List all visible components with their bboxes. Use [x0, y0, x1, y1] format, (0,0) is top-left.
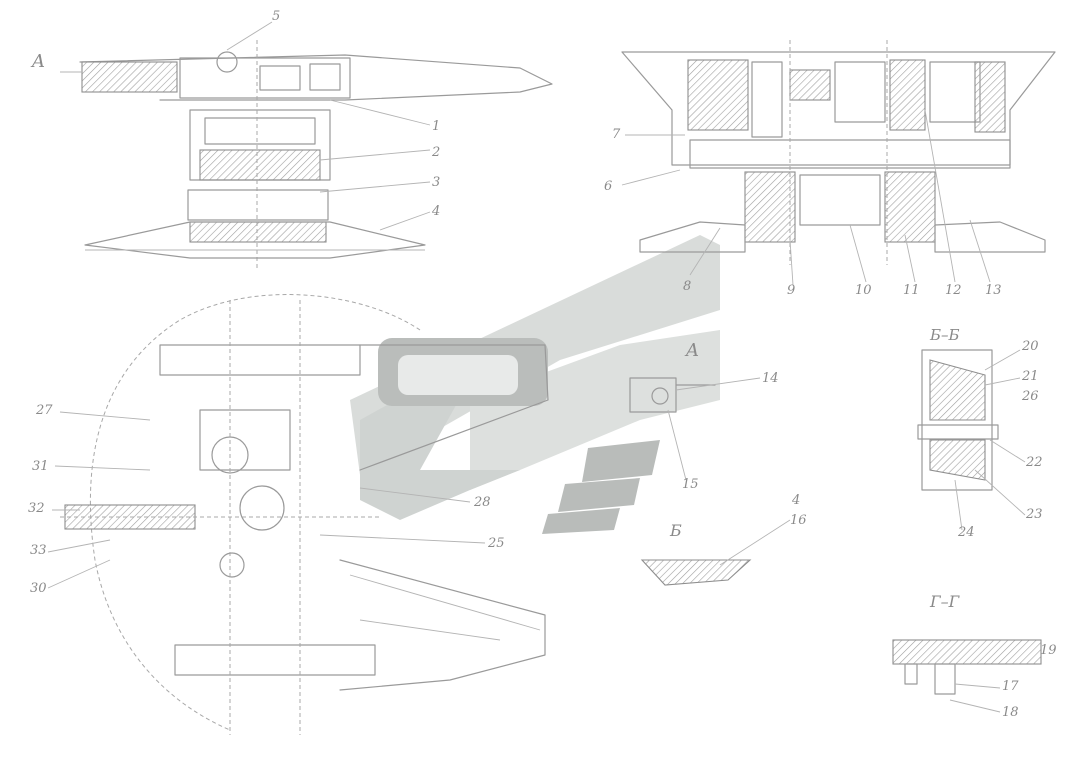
callout-18: 18 [1002, 705, 1019, 720]
callout-11: 11 [903, 283, 920, 298]
section-b-detail [640, 519, 791, 586]
callout-22: 22 [1026, 455, 1043, 470]
callout-27: 27 [36, 403, 53, 418]
top-right-section [621, 40, 1056, 286]
watermark-block-hole [398, 355, 518, 395]
callout-9: 9 [787, 283, 796, 298]
callout-21: 21 [1022, 369, 1039, 384]
callout-26: 26 [1022, 389, 1039, 404]
callout-10: 10 [855, 283, 872, 298]
callout-30: 30 [30, 581, 47, 596]
plan-view [47, 294, 549, 735]
callout-32: 32 [28, 501, 45, 516]
callout-14: 14 [762, 371, 779, 386]
callout-4-top: 4 [432, 204, 441, 219]
callout-31: 31 [32, 459, 49, 474]
callout-16: 16 [790, 513, 807, 528]
section-b-label: Б [670, 521, 682, 540]
callout-23: 23 [1026, 507, 1043, 522]
view-a-label: A [32, 51, 45, 72]
watermark-logo [350, 235, 720, 534]
callout-5: 5 [272, 9, 281, 24]
watermark-stripe-3 [542, 508, 620, 534]
callout-8: 8 [683, 279, 692, 294]
section-gg-detail [892, 639, 1042, 713]
callout-6: 6 [604, 179, 613, 194]
callout-12: 12 [945, 283, 962, 298]
watermark-band-lower [470, 330, 720, 490]
callout-15: 15 [682, 477, 699, 492]
view-a-assembly [60, 21, 553, 270]
detail-a-label: A [686, 340, 699, 361]
section-bb-detail [917, 349, 1026, 531]
detail-a [629, 377, 761, 481]
watermark-stripe-1 [582, 440, 660, 482]
callout-24: 24 [958, 525, 975, 540]
callout-17: 17 [1002, 679, 1019, 694]
callout-20: 20 [1022, 339, 1039, 354]
callout-1-top: 1 [432, 119, 441, 134]
callout-25: 25 [488, 536, 505, 551]
callout-19: 19 [1040, 643, 1057, 658]
callout-7: 7 [612, 127, 621, 142]
callout-33: 33 [30, 543, 47, 558]
watermark-stripe-2 [558, 478, 640, 512]
callout-3-top: 3 [432, 175, 441, 190]
callout-13: 13 [985, 283, 1002, 298]
callout-2-top: 2 [432, 145, 441, 160]
callout-28: 28 [474, 495, 491, 510]
callout-4-mid: 4 [792, 493, 801, 508]
watermark-chevron-inner [360, 370, 520, 520]
section-gg-label: Г–Г [930, 592, 960, 611]
section-bb-label: Б–Б [930, 326, 960, 344]
